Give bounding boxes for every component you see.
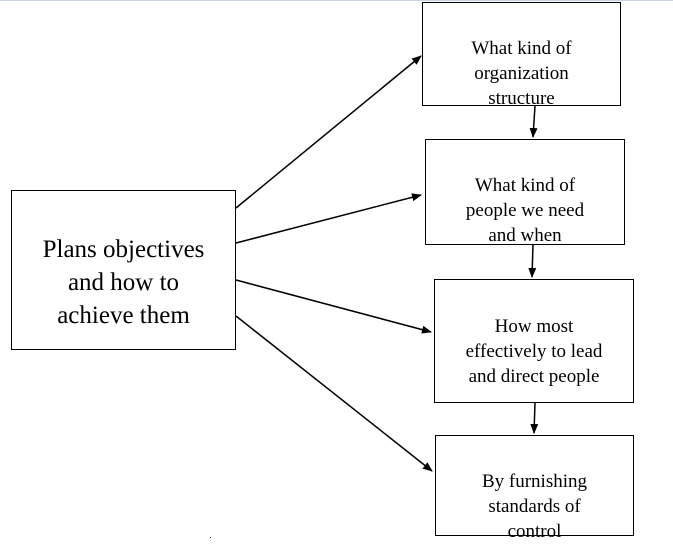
plans-objectives-box: Plans objectives and how to achieve them [11, 190, 236, 350]
organization-structure-box: What kind of organization structure [422, 2, 621, 109]
stray-dot [210, 537, 211, 538]
lead-and-direct-box: How most effectively to lead and direct … [434, 279, 634, 403]
people-needed-box: What kind of people we need and when [425, 139, 625, 246]
people-needed-label: What kind of people we need and when [465, 175, 585, 246]
arrow-people-to-lead [528, 244, 537, 278]
arrow-plans-to-structure [235, 55, 422, 209]
arrow-plans-to-lead [235, 279, 432, 334]
arrow-plans-to-control [235, 315, 433, 472]
standards-of-control-box: By furnishing standards of control [435, 435, 634, 542]
lead-and-direct-label: How most effectively to lead and direct … [465, 316, 603, 387]
arrow-plans-to-people [235, 193, 422, 244]
arrow-lead-to-control [530, 402, 539, 434]
arrow-structure-to-people [529, 105, 538, 138]
top-border-line [0, 0, 673, 1]
organization-structure-label: What kind of organization structure [471, 38, 572, 109]
standards-of-control-label: By furnishing standards of control [481, 471, 588, 542]
plans-objectives-label: Plans objectives and how to achieve them [42, 236, 205, 329]
